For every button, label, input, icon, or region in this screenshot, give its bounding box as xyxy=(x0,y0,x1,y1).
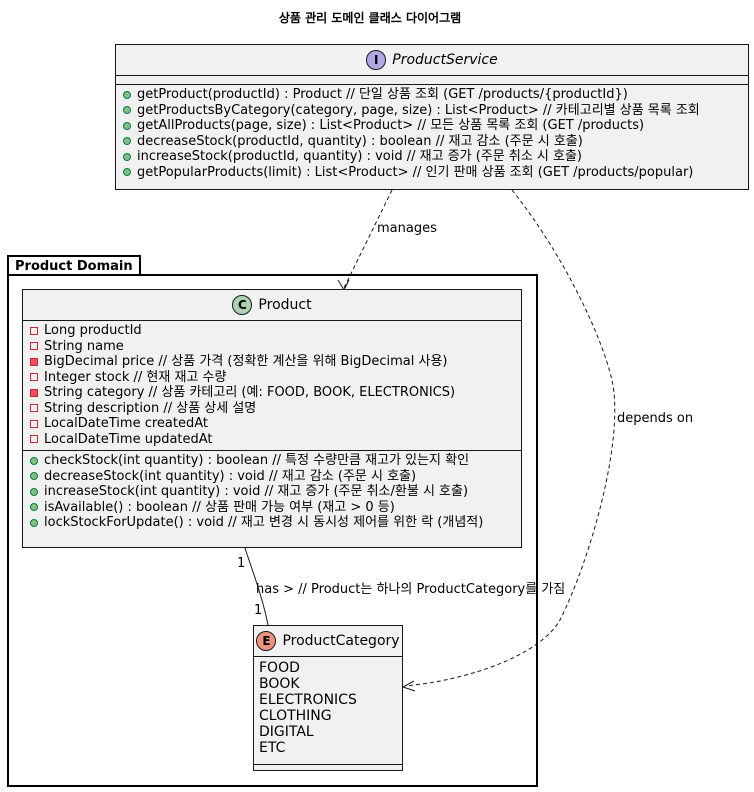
method-text: getPopularProducts(limit) : List<Product… xyxy=(137,164,694,180)
public-icon xyxy=(30,456,38,465)
depends-on-arrowhead xyxy=(401,680,416,692)
method-row: getProductsByCategory(category, page, si… xyxy=(116,103,748,119)
method-row: getAllProducts(page, size) : List<Produc… xyxy=(116,118,748,134)
enum-value: BOOK xyxy=(259,676,300,692)
method-text: checkStock(int quantity) : boolean // 특정… xyxy=(44,453,470,468)
field-text: Long productId xyxy=(44,323,142,338)
product-class-name: Product xyxy=(258,297,312,313)
public-icon xyxy=(123,90,131,99)
field-text: String name xyxy=(44,338,124,354)
private-icon xyxy=(30,357,38,366)
enum-value: ETC xyxy=(259,740,286,756)
public-icon xyxy=(123,121,131,130)
product-methods: checkStock(int quantity) : boolean // 특정… xyxy=(23,450,521,534)
public-icon xyxy=(30,518,38,527)
field-row: String name xyxy=(23,339,521,355)
field-row: String category // 상품 카테고리 (예: FOOD, BOO… xyxy=(23,385,521,401)
product-fields: Long productId String name BigDecimal pr… xyxy=(23,320,521,450)
public-icon xyxy=(123,168,131,177)
private-icon xyxy=(30,419,38,428)
enum-value: CLOTHING xyxy=(259,708,332,724)
product-service-name: ProductService xyxy=(392,52,498,68)
package-tab: Product Domain xyxy=(7,255,141,276)
method-text: decreaseStock(int quantity) : void // 재고… xyxy=(44,468,417,484)
enum-value: ELECTRONICS xyxy=(259,692,357,708)
field-row: LocalDateTime createdAt xyxy=(23,416,521,432)
method-row: getProduct(productId) : Product // 단일 상품… xyxy=(116,87,748,103)
field-text: BigDecimal price // 상품 가격 (정확한 계산을 위해 Bi… xyxy=(44,354,448,369)
diagram-title: 상품 관리 도메인 클래스 다이어그램 xyxy=(278,11,462,25)
field-row: Long productId xyxy=(23,323,521,339)
field-text: Integer stock // 현재 재고 수량 xyxy=(44,369,227,385)
method-row: increaseStock(productId, quantity) : voi… xyxy=(116,149,748,165)
method-text: increaseStock(productId, quantity) : voi… xyxy=(137,149,583,164)
method-row: getPopularProducts(limit) : List<Product… xyxy=(116,165,748,181)
field-text: String category // 상품 카테고리 (예: FOOD, BOO… xyxy=(44,385,456,400)
method-row: increaseStock(int quantity) : void // 재고… xyxy=(23,484,521,500)
method-row: checkStock(int quantity) : boolean // 특정… xyxy=(23,453,521,469)
method-text: decreaseStock(productId, quantity) : boo… xyxy=(137,133,583,149)
private-icon xyxy=(30,342,38,351)
method-row: isAvailable() : boolean // 상품 판매 가능 여부 (… xyxy=(23,500,521,516)
product-service-methods: getProduct(productId) : Product // 단일 상품… xyxy=(116,84,748,183)
private-icon xyxy=(30,404,38,413)
interface-icon: I xyxy=(366,50,387,70)
has-label: has > // Product는 하나의 ProductCategory를 가… xyxy=(256,582,566,597)
private-icon xyxy=(30,373,38,382)
field-row: Integer stock // 현재 재고 수량 xyxy=(23,370,521,386)
manages-label: manages xyxy=(377,221,437,236)
enum-values: FOOD BOOK ELECTRONICS CLOTHING DIGITAL E… xyxy=(254,656,402,756)
product-class[interactable]: C Product Long productId String name Big… xyxy=(22,289,522,548)
method-text: getAllProducts(page, size) : List<Produc… xyxy=(137,118,645,133)
category-multiplicity: 1 xyxy=(254,603,263,618)
field-text: LocalDateTime updatedAt xyxy=(44,431,213,447)
field-row: String description // 상품 상세 설명 xyxy=(23,401,521,417)
enum-icon: E xyxy=(256,631,277,651)
method-text: increaseStock(int quantity) : void // 재고… xyxy=(44,484,469,499)
method-text: isAvailable() : boolean // 상품 판매 가능 여부 (… xyxy=(44,499,395,515)
method-row: decreaseStock(int quantity) : void // 재고… xyxy=(23,469,521,485)
field-text: String description // 상품 상세 설명 xyxy=(44,400,257,416)
public-icon xyxy=(123,106,131,115)
field-row: BigDecimal price // 상품 가격 (정확한 계산을 위해 Bi… xyxy=(23,354,521,370)
method-row: lockStockForUpdate() : void // 재고 변경 시 동… xyxy=(23,515,521,531)
product-category-name: ProductCategory xyxy=(282,633,400,649)
private-icon xyxy=(30,326,38,335)
public-icon xyxy=(30,503,38,512)
private-icon xyxy=(30,435,38,444)
public-icon xyxy=(30,487,38,496)
private-icon xyxy=(30,388,38,397)
method-text: lockStockForUpdate() : void // 재고 변경 시 동… xyxy=(44,515,484,530)
enum-value: FOOD xyxy=(259,660,300,676)
method-text: getProductsByCategory(category, page, si… xyxy=(137,102,700,118)
depends-on-line xyxy=(404,189,616,687)
public-icon xyxy=(123,152,131,161)
public-icon xyxy=(30,472,38,481)
enum-value: DIGITAL xyxy=(259,724,314,740)
has-line xyxy=(244,547,269,626)
method-row: decreaseStock(productId, quantity) : boo… xyxy=(116,134,748,150)
public-icon xyxy=(123,137,131,146)
product-multiplicity: 1 xyxy=(237,556,246,571)
method-text: getProduct(productId) : Product // 단일 상품… xyxy=(137,87,628,102)
product-category-enum[interactable]: E ProductCategory FOOD BOOK ELECTRONICS … xyxy=(253,625,403,771)
product-domain-package xyxy=(7,274,538,787)
depends-on-label: depends on xyxy=(617,411,694,426)
class-icon: C xyxy=(232,295,253,315)
field-row: LocalDateTime updatedAt xyxy=(23,432,521,448)
field-text: LocalDateTime createdAt xyxy=(44,416,208,431)
product-service-interface[interactable]: I ProductService getProduct(productId) :… xyxy=(115,44,749,190)
